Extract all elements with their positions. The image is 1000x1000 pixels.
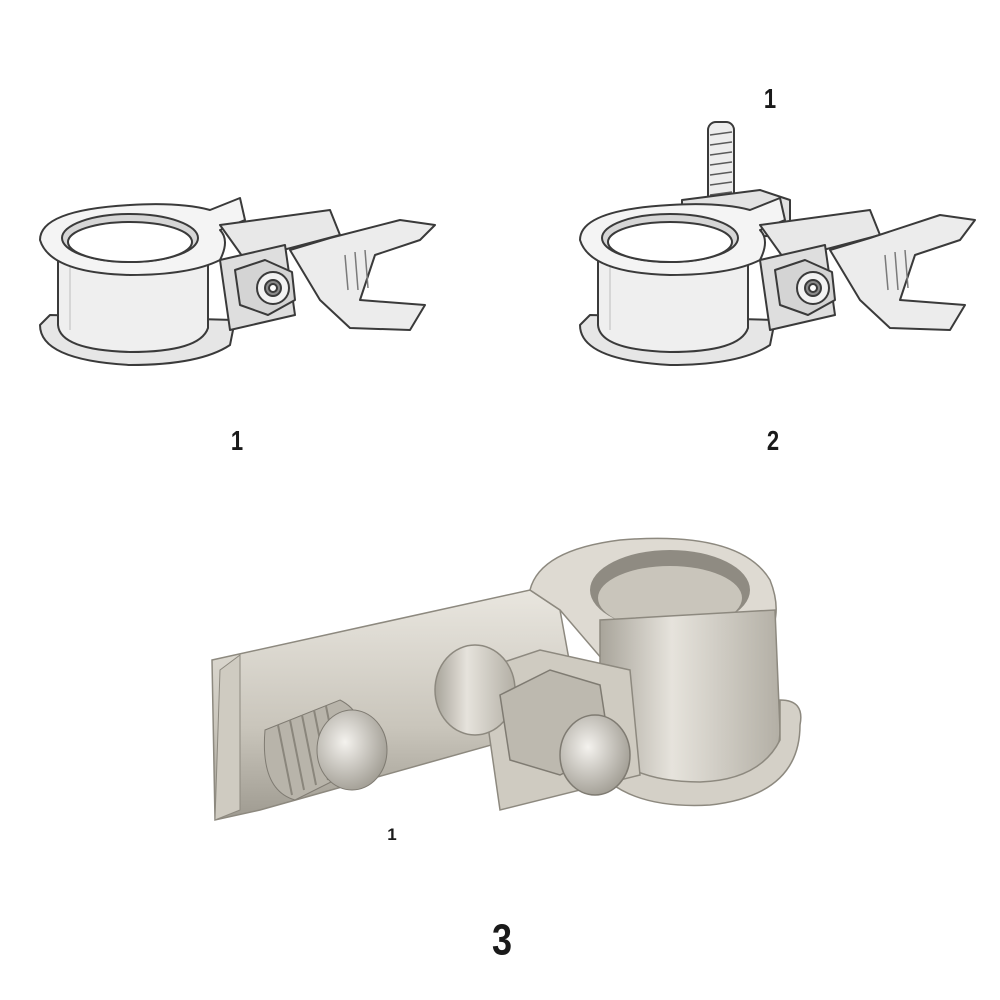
figure-2-clamp-with-stud bbox=[570, 110, 990, 380]
figure-1-caption: 1 bbox=[230, 424, 244, 456]
figure-3-stud-callout: 1 bbox=[387, 825, 397, 844]
figure-2-caption: 2 bbox=[766, 424, 780, 456]
figure-3-clamp-photo bbox=[200, 520, 820, 840]
battery-terminal-clamp-photo-icon bbox=[211, 537, 802, 821]
battery-terminal-clamp-icon bbox=[39, 197, 436, 366]
figure-2-stud-callout: 1 bbox=[763, 82, 777, 114]
figure-3-caption: 3 bbox=[491, 914, 513, 964]
figure-1-clamp bbox=[30, 180, 450, 380]
battery-terminal-clamp-with-stud-icon bbox=[579, 121, 976, 366]
